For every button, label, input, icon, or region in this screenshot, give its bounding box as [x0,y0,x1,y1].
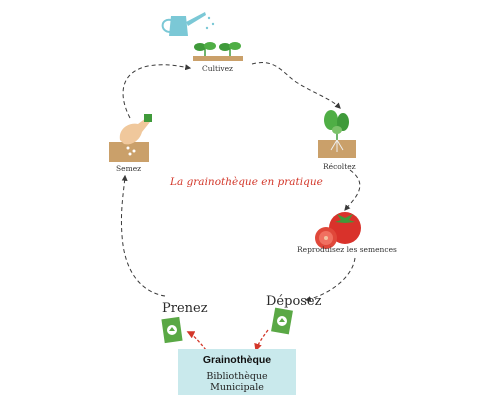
arrow-recoltez-to-reproduisez [344,169,361,211]
arrow-prenez-to-semez [120,174,166,297]
arrow-cultivez-to-recoltez [251,62,341,109]
seed-packet-deposez-icon [271,307,293,335]
tomato-icon [315,212,361,249]
diagram-title: La grainothèque en pratique [170,176,323,188]
library-title: Grainothèque [202,354,272,366]
step-reproduisez-label: Reproduisez les semences [297,245,397,254]
step-recoltez-label: Récoltez [323,162,356,171]
step-prenez-label: Prenez [162,301,208,316]
library-box: Grainothèque Bibliothèque Municipale [178,349,296,395]
step-deposez-label: Déposez [266,294,322,309]
seed-packet-prenez-icon [161,316,183,344]
arrow-semez-to-cultivez [122,64,192,119]
step-cultivez-label: Cultivez [202,64,234,73]
step-semez-label: Semez [116,164,142,173]
harvest-plant-icon [318,110,356,158]
watering-can-icon [161,12,215,36]
seedlings-icon [193,42,243,61]
arrow-deposez-to-library [254,329,269,352]
arrow-library-to-prenez [186,331,207,351]
sowing-hand-icon [109,114,152,162]
library-subtitle: Bibliothèque Municipale [206,371,268,393]
